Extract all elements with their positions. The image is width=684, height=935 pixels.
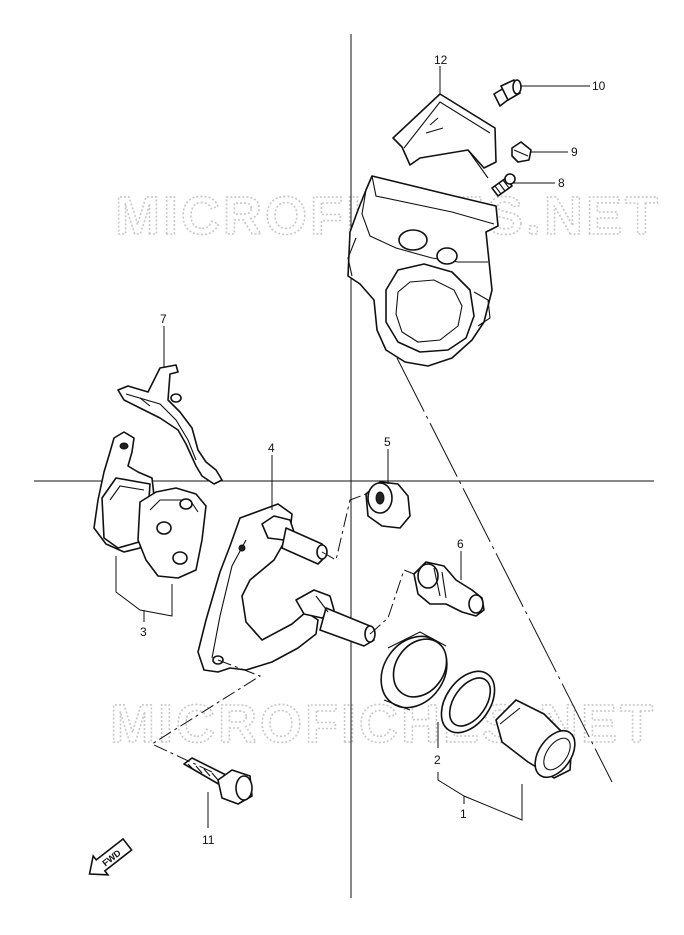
part-4-support-bracket [197,503,376,673]
callout-3: 3 [140,625,147,639]
callout-7: 7 [160,312,167,326]
part-6-pin [413,561,485,617]
fwd-arrow-icon: FWD [88,837,133,876]
callout-5: 5 [384,435,391,449]
callout-numbers: 12 10 9 8 7 4 5 6 3 2 1 11 [140,53,606,847]
callout-4: 4 [268,441,275,455]
part-9-cap [511,141,532,163]
callout-8: 8 [558,176,565,190]
callout-1: 1 [460,807,467,821]
callout-10: 10 [592,79,606,93]
part-2-piston-seal [440,670,496,734]
assembly-line-caliper [396,357,613,783]
part-8-bleeder-screw [491,173,516,197]
callout-9: 9 [571,145,578,159]
part-1-piston-assembly [380,631,576,779]
part-7-pad-spring [117,364,223,485]
leader-lines [115,66,590,828]
part-10-bolt [493,79,522,107]
callout-11: 11 [202,833,215,847]
callout-2: 2 [434,753,441,767]
callout-12: 12 [434,53,448,67]
part-12-bracket [392,93,497,179]
part-5-boot [365,481,411,529]
caliper-body [347,175,499,367]
part-11-bolt [183,757,253,805]
assembly-lines [150,493,415,773]
callout-6: 6 [457,537,464,551]
part-3-brake-pads [93,431,207,579]
